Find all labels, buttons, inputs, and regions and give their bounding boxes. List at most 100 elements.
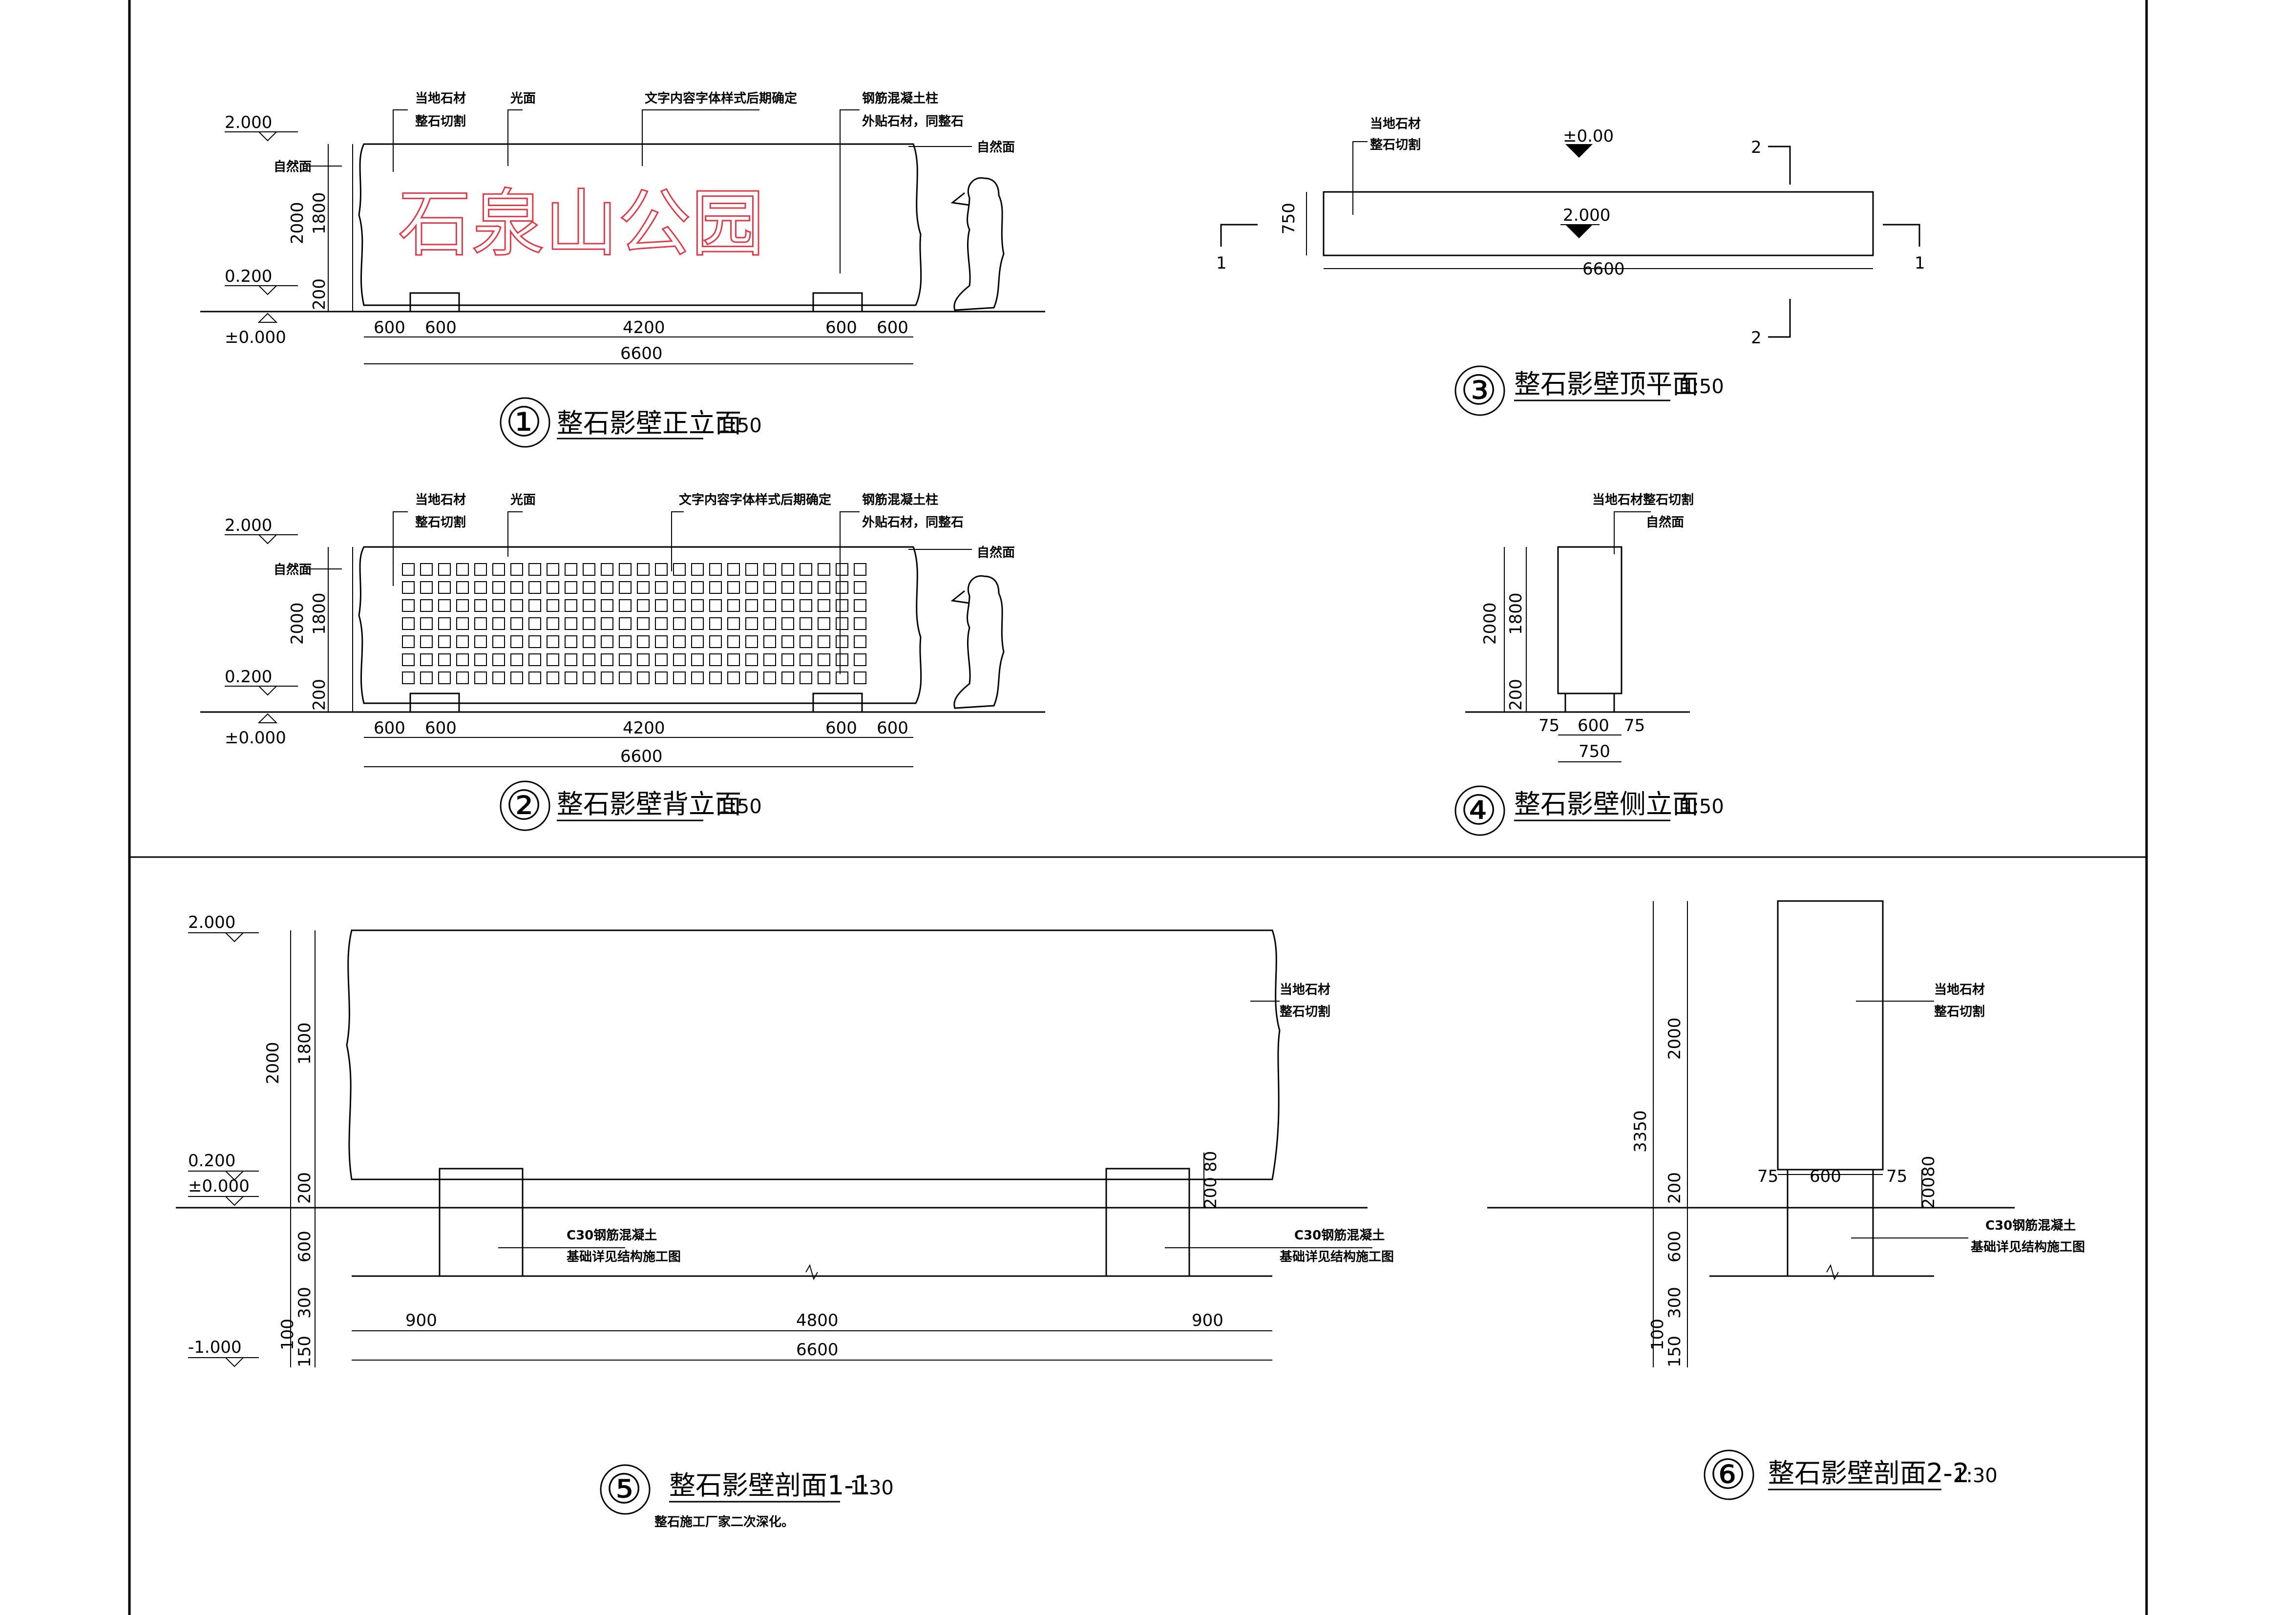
svg-text:4200: 4200 bbox=[623, 318, 665, 337]
svg-text:75: 75 bbox=[1886, 1167, 1907, 1186]
svg-text:③: ③ bbox=[1460, 366, 1497, 414]
svg-text:自然面: 自然面 bbox=[274, 159, 312, 174]
svg-text:0.200: 0.200 bbox=[225, 667, 272, 687]
svg-text:600: 600 bbox=[877, 318, 908, 337]
view-side-elevation: 当地石材整石切割 自然面 2000 1800 200 75 600 75 750… bbox=[1454, 492, 1724, 836]
svg-text:150: 150 bbox=[295, 1336, 315, 1367]
svg-text:整石切割: 整石切割 bbox=[1280, 1004, 1330, 1019]
svg-text:②: ② bbox=[506, 781, 542, 829]
svg-text:0.200: 0.200 bbox=[188, 1151, 235, 1171]
svg-text:C30钢筋混凝土: C30钢筋混凝土 bbox=[1294, 1228, 1385, 1243]
svg-text:整石切割: 整石切割 bbox=[415, 515, 466, 530]
svg-text:900: 900 bbox=[1192, 1311, 1223, 1330]
svg-text:2.000: 2.000 bbox=[188, 913, 235, 932]
svg-text:基础详见结构施工图: 基础详见结构施工图 bbox=[1280, 1249, 1394, 1264]
svg-text:1800: 1800 bbox=[295, 1022, 315, 1065]
svg-text:⑤: ⑤ bbox=[606, 1465, 642, 1513]
svg-text:75: 75 bbox=[1757, 1167, 1778, 1186]
svg-text:外贴石材，同整石: 外贴石材，同整石 bbox=[862, 515, 964, 530]
svg-text:2000: 2000 bbox=[1665, 1017, 1685, 1060]
svg-text:钢筋混凝土柱: 钢筋混凝土柱 bbox=[862, 91, 938, 106]
svg-text:整石施工厂家二次深化。: 整石施工厂家二次深化。 bbox=[654, 1514, 794, 1530]
svg-text:2.000: 2.000 bbox=[225, 113, 272, 132]
svg-text:±0.000: ±0.000 bbox=[225, 728, 286, 748]
svg-text:150: 150 bbox=[1665, 1336, 1685, 1367]
svg-text:±0.000: ±0.000 bbox=[188, 1176, 250, 1196]
svg-text:600: 600 bbox=[825, 718, 857, 738]
sheet-frame bbox=[128, 0, 2148, 1615]
view-section-1-1: 当地石材 整石切割 C30钢筋混凝土 基础详见结构施工图 C30钢筋混凝土 基础… bbox=[176, 913, 1394, 1530]
svg-text:200: 200 bbox=[1919, 1177, 1938, 1209]
view-top-plan: 当地石材 整石切割 ±0.00 2.000 6600 750 1 1 2 2 ③… bbox=[1216, 117, 1925, 416]
svg-text:C30钢筋混凝土: C30钢筋混凝土 bbox=[1985, 1218, 2076, 1233]
svg-text:300: 300 bbox=[1665, 1287, 1685, 1319]
svg-text:80: 80 bbox=[1919, 1156, 1938, 1177]
svg-text:⑥: ⑥ bbox=[1709, 1450, 1746, 1498]
svg-text:钢筋混凝土柱: 钢筋混凝土柱 bbox=[862, 492, 938, 507]
svg-text:600: 600 bbox=[425, 718, 457, 738]
svg-text:①: ① bbox=[506, 398, 542, 446]
svg-text:当地石材整石切割: 当地石材整石切割 bbox=[1592, 492, 1694, 507]
svg-text:基础详见结构施工图: 基础详见结构施工图 bbox=[567, 1249, 681, 1264]
svg-text:6600: 6600 bbox=[620, 344, 663, 363]
svg-text:1: 1 bbox=[1216, 253, 1227, 273]
svg-text:1:50: 1:50 bbox=[718, 796, 762, 818]
svg-text:200: 200 bbox=[295, 1172, 315, 1204]
svg-text:1800: 1800 bbox=[310, 192, 329, 234]
svg-text:2000: 2000 bbox=[1480, 602, 1500, 645]
svg-text:自然面: 自然面 bbox=[977, 545, 1015, 560]
svg-text:整石影壁剖面2-2: 整石影壁剖面2-2 bbox=[1768, 1458, 1969, 1489]
svg-text:600: 600 bbox=[374, 718, 405, 738]
svg-text:1: 1 bbox=[1915, 253, 1925, 273]
svg-text:整石影壁顶平面: 整石影壁顶平面 bbox=[1514, 369, 1699, 399]
svg-text:4200: 4200 bbox=[623, 718, 665, 738]
svg-text:自然面: 自然面 bbox=[274, 562, 312, 577]
svg-text:文字内容字体样式后期确定: 文字内容字体样式后期确定 bbox=[679, 492, 831, 507]
svg-text:2.000: 2.000 bbox=[225, 516, 272, 535]
svg-text:4800: 4800 bbox=[796, 1311, 839, 1330]
svg-text:1:50: 1:50 bbox=[1680, 376, 1724, 398]
svg-text:整石影壁正立面: 整石影壁正立面 bbox=[557, 408, 741, 439]
svg-text:-1.000: -1.000 bbox=[188, 1338, 242, 1357]
svg-text:1:50: 1:50 bbox=[1680, 796, 1724, 818]
svg-text:自然面: 自然面 bbox=[977, 140, 1015, 155]
human-figure bbox=[950, 575, 1005, 709]
svg-text:C30钢筋混凝土: C30钢筋混凝土 bbox=[567, 1228, 657, 1243]
svg-text:100: 100 bbox=[1648, 1319, 1667, 1350]
svg-text:当地石材: 当地石材 bbox=[415, 91, 466, 106]
svg-text:600: 600 bbox=[1665, 1231, 1685, 1262]
svg-text:基础详见结构施工图: 基础详见结构施工图 bbox=[1971, 1239, 2085, 1255]
svg-text:200: 200 bbox=[310, 679, 329, 711]
svg-text:2000: 2000 bbox=[263, 1042, 283, 1084]
svg-text:100: 100 bbox=[278, 1319, 297, 1350]
svg-text:2.000: 2.000 bbox=[1563, 206, 1610, 225]
svg-text:整石影壁侧立面: 整石影壁侧立面 bbox=[1514, 789, 1699, 819]
svg-text:2000: 2000 bbox=[288, 602, 307, 645]
svg-text:2: 2 bbox=[1751, 328, 1762, 348]
svg-text:75: 75 bbox=[1624, 716, 1645, 735]
svg-text:600: 600 bbox=[295, 1231, 315, 1262]
svg-text:整石切割: 整石切割 bbox=[1934, 1004, 1985, 1019]
svg-text:600: 600 bbox=[1578, 716, 1609, 735]
svg-text:600: 600 bbox=[825, 318, 857, 337]
svg-text:600: 600 bbox=[425, 318, 457, 337]
svg-text:0.200: 0.200 bbox=[225, 267, 272, 286]
svg-text:6600: 6600 bbox=[620, 747, 663, 766]
svg-text:光面: 光面 bbox=[510, 91, 536, 106]
svg-text:2: 2 bbox=[1751, 138, 1762, 157]
svg-text:外贴石材，同整石: 外贴石材，同整石 bbox=[862, 114, 964, 129]
svg-text:750: 750 bbox=[1579, 742, 1610, 761]
svg-text:600: 600 bbox=[877, 718, 908, 738]
svg-text:±0.000: ±0.000 bbox=[225, 328, 286, 347]
svg-text:1:30: 1:30 bbox=[1954, 1465, 1998, 1487]
svg-text:自然面: 自然面 bbox=[1646, 515, 1684, 530]
view-back-elevation: 当地石材 整石切割 光面 文字内容字体样式后期确定 钢筋混凝土柱 外贴石材，同整… bbox=[200, 492, 1045, 831]
svg-text:当地石材: 当地石材 bbox=[415, 493, 466, 507]
svg-text:1:30: 1:30 bbox=[850, 1477, 894, 1499]
svg-text:当地石材: 当地石材 bbox=[1370, 117, 1421, 131]
svg-text:整石影壁剖面1-1: 整石影壁剖面1-1 bbox=[669, 1470, 870, 1501]
view-section-2-2: 当地石材 整石切割 C30钢筋混凝土 基础详见结构施工图 3350 2000 2… bbox=[1487, 900, 2085, 1500]
svg-text:600: 600 bbox=[1810, 1167, 1841, 1186]
svg-text:整石影壁背立面: 整石影壁背立面 bbox=[557, 789, 741, 819]
